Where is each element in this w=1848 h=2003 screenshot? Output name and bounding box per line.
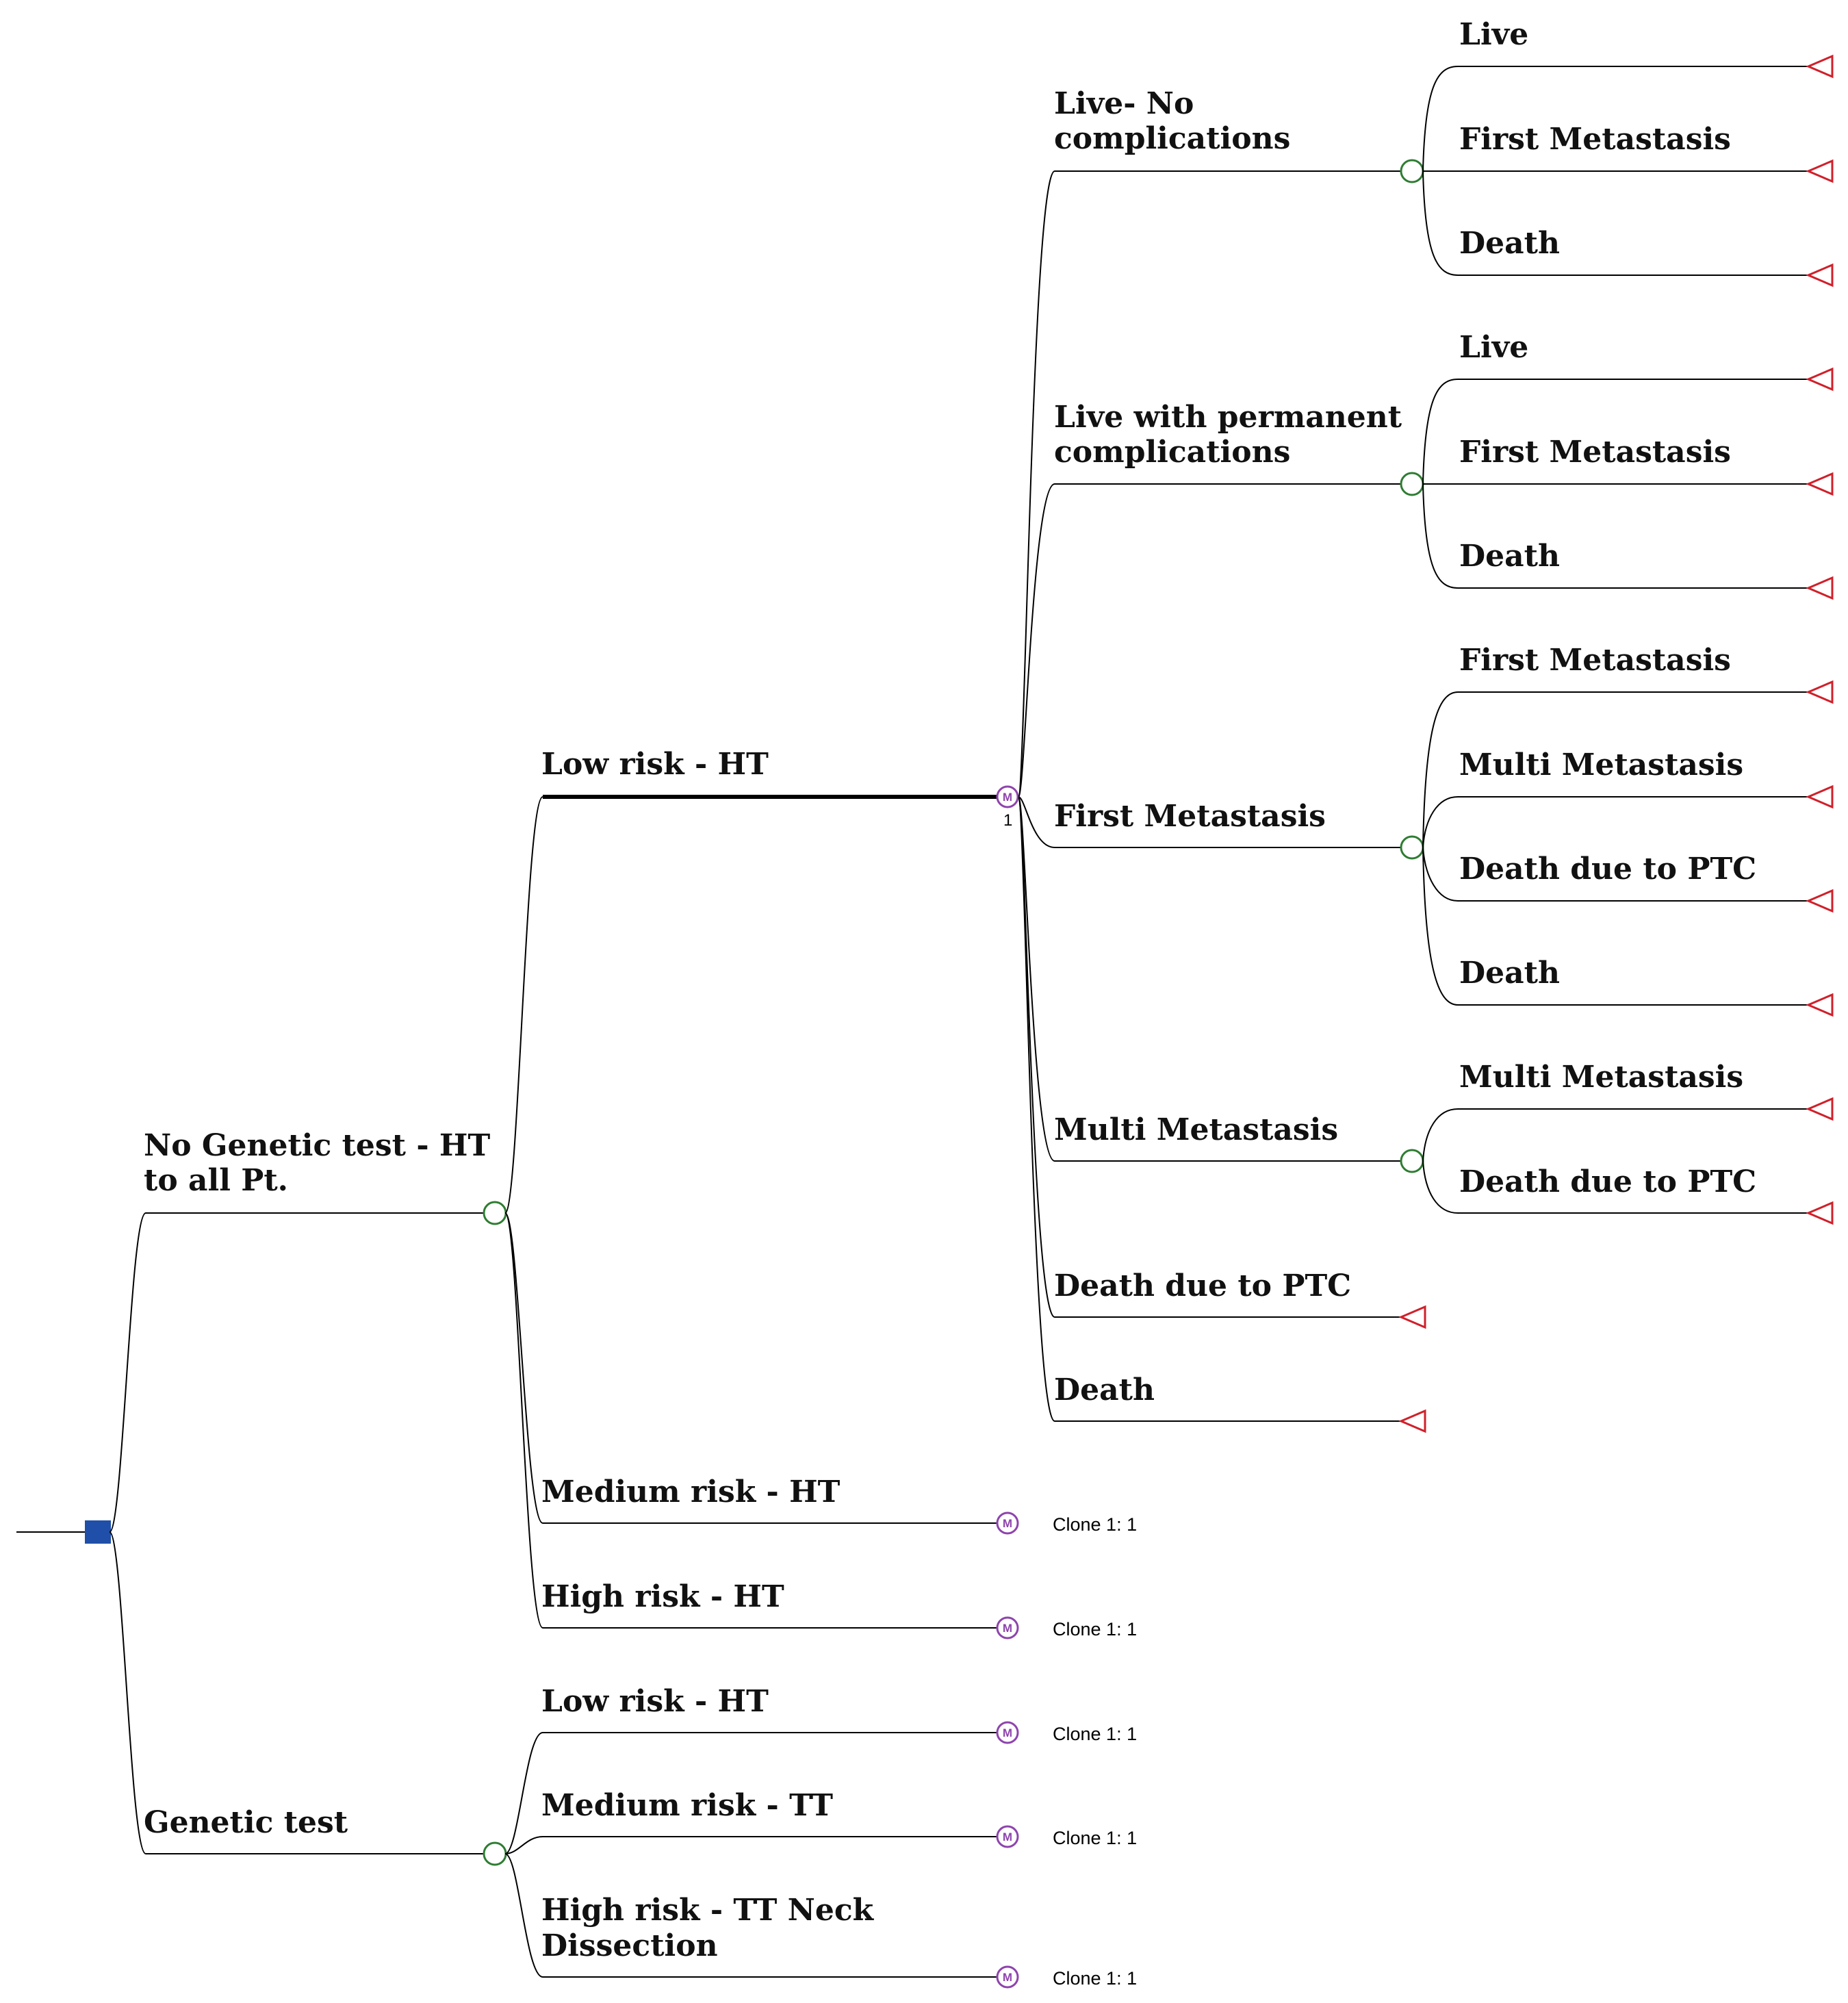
chance-node-icon[interactable] — [483, 1841, 507, 1866]
connector-state-death — [1018, 796, 1401, 1422]
terminal-node-icon[interactable] — [1806, 367, 1834, 392]
state-label-live-with-permanent-complications: Live with permanent complications — [1054, 400, 1412, 470]
branch-label-high-risk-tt-neck-dissection: High risk - TT Neck Dissection — [541, 1893, 884, 1963]
clone-label: Clone 1: 1 — [1053, 1828, 1137, 1848]
decision-node-icon[interactable] — [85, 1520, 111, 1544]
clone-label: Clone 1: 1 — [1053, 1724, 1137, 1744]
markov-node-icon[interactable]: M — [996, 1825, 1019, 1848]
clone-label: Clone 1: 1 — [1053, 1968, 1137, 1989]
connector-transition-death — [1422, 483, 1810, 589]
connector-transition-live — [1422, 66, 1810, 172]
terminal-node-icon[interactable] — [1806, 1201, 1834, 1225]
markov-node-number: 1 — [1003, 811, 1012, 830]
connector-transition-death-due-to-ptc — [1422, 847, 1810, 902]
connector-transition-first-metastasis — [1422, 691, 1810, 848]
transition-label-multi-metastasis: Multi Metastasis — [1459, 1060, 1743, 1095]
connector-high-risk-ht-1 — [504, 1212, 997, 1629]
transition-label-death: Death — [1459, 226, 1560, 261]
branch-label-medium-risk-ht-1: Medium risk - HT — [541, 1475, 840, 1509]
clone-label: Clone 1: 1 — [1053, 1514, 1137, 1535]
transition-label-live: Live — [1459, 17, 1528, 52]
connector-transition-death-due-to-ptc — [1422, 1160, 1810, 1214]
chance-node-icon[interactable] — [1400, 159, 1424, 183]
connector-transition-live — [1422, 379, 1810, 485]
markov-node-icon[interactable]: M — [996, 1965, 1019, 1989]
markov-symbol: M — [1003, 1517, 1012, 1530]
terminal-node-icon[interactable] — [1398, 1305, 1426, 1329]
terminal-node-icon[interactable] — [1806, 54, 1834, 79]
terminal-node-icon[interactable] — [1806, 889, 1834, 913]
state-label-death: Death — [1054, 1373, 1155, 1407]
chance-node-icon[interactable] — [1400, 472, 1424, 496]
transition-label-death: Death — [1459, 956, 1560, 991]
connector-strategy-1 — [109, 1212, 483, 1533]
connector-state-live-with-permanent-complications — [1018, 483, 1401, 798]
chance-node-icon[interactable] — [1400, 835, 1424, 860]
markov-node-icon[interactable]: M — [996, 1616, 1019, 1640]
branch-label-medium-risk-tt: Medium risk - TT — [541, 1788, 833, 1823]
terminal-node-icon[interactable] — [1806, 472, 1834, 496]
transition-label-live: Live — [1459, 330, 1528, 365]
connector-low-risk-ht-1 — [504, 796, 543, 1214]
connector-high-risk-tt-neck-dissection — [504, 1853, 997, 1978]
strategy-2-label: Genetic test — [144, 1805, 348, 1840]
connector-state-death-due-to-ptc — [1018, 796, 1401, 1318]
terminal-node-icon[interactable] — [1806, 1097, 1834, 1121]
markov-symbol: M — [1003, 791, 1012, 804]
strategy-1-label: No Genetic test - HT to all Pt. — [144, 1128, 501, 1198]
branch-label-high-risk-ht-1: High risk - HT — [541, 1579, 784, 1614]
state-label-multi-metastasis: Multi Metastasis — [1054, 1112, 1338, 1147]
markov-node-icon[interactable]: M — [996, 1511, 1019, 1535]
branch-label-low-risk-ht-1: Low risk - HT — [541, 747, 769, 782]
markov-symbol: M — [1003, 1971, 1012, 1984]
markov-symbol: M — [1003, 1830, 1012, 1843]
connector-medium-risk-ht-1 — [504, 1212, 997, 1524]
chance-node-icon[interactable] — [1400, 1149, 1424, 1173]
transition-label-death: Death — [1459, 539, 1560, 574]
transition-label-death-due-to-ptc: Death due to PTC — [1459, 1164, 1756, 1199]
markov-symbol: M — [1003, 1622, 1012, 1635]
markov-symbol: M — [1003, 1726, 1012, 1739]
connector-transition-multi-metastasis — [1422, 796, 1810, 848]
transition-label-multi-metastasis: Multi Metastasis — [1459, 748, 1743, 782]
transition-label-first-metastasis: First Metastasis — [1459, 435, 1731, 470]
connector-low-risk-ht-2 — [504, 1732, 997, 1854]
terminal-node-icon[interactable] — [1806, 576, 1834, 600]
transition-label-first-metastasis: First Metastasis — [1459, 122, 1731, 157]
connector-transition-death — [1422, 847, 1810, 1006]
transition-label-first-metastasis: First Metastasis — [1459, 643, 1731, 678]
terminal-node-icon[interactable] — [1806, 263, 1834, 288]
connector-state-multi-metastasis — [1018, 796, 1401, 1162]
terminal-node-icon[interactable] — [1806, 993, 1834, 1017]
terminal-node-icon[interactable] — [1806, 784, 1834, 809]
connector-medium-risk-tt — [504, 1836, 997, 1854]
state-label-death-due-to-ptc: Death due to PTC — [1054, 1268, 1351, 1303]
branch-label-low-risk-ht-2: Low risk - HT — [541, 1684, 769, 1719]
connector-state-first-metastasis — [1018, 796, 1401, 848]
terminal-node-icon[interactable] — [1398, 1409, 1426, 1433]
terminal-node-icon[interactable] — [1806, 680, 1834, 704]
state-label-live-no-complications: Live- No complications — [1054, 86, 1290, 156]
markov-node-icon[interactable]: M — [996, 1721, 1019, 1744]
markov-node-icon[interactable]: M — [996, 785, 1019, 808]
connector-strategy-2 — [109, 1531, 483, 1854]
chance-node-icon[interactable] — [483, 1201, 507, 1225]
connector-state-live-no-complications — [1018, 170, 1401, 798]
connector-transition-multi-metastasis — [1422, 1108, 1810, 1162]
terminal-node-icon[interactable] — [1806, 159, 1834, 183]
connector-transition-death — [1422, 170, 1810, 276]
clone-label: Clone 1: 1 — [1053, 1619, 1137, 1640]
transition-label-death-due-to-ptc: Death due to PTC — [1459, 852, 1756, 886]
state-label-first-metastasis: First Metastasis — [1054, 799, 1326, 834]
